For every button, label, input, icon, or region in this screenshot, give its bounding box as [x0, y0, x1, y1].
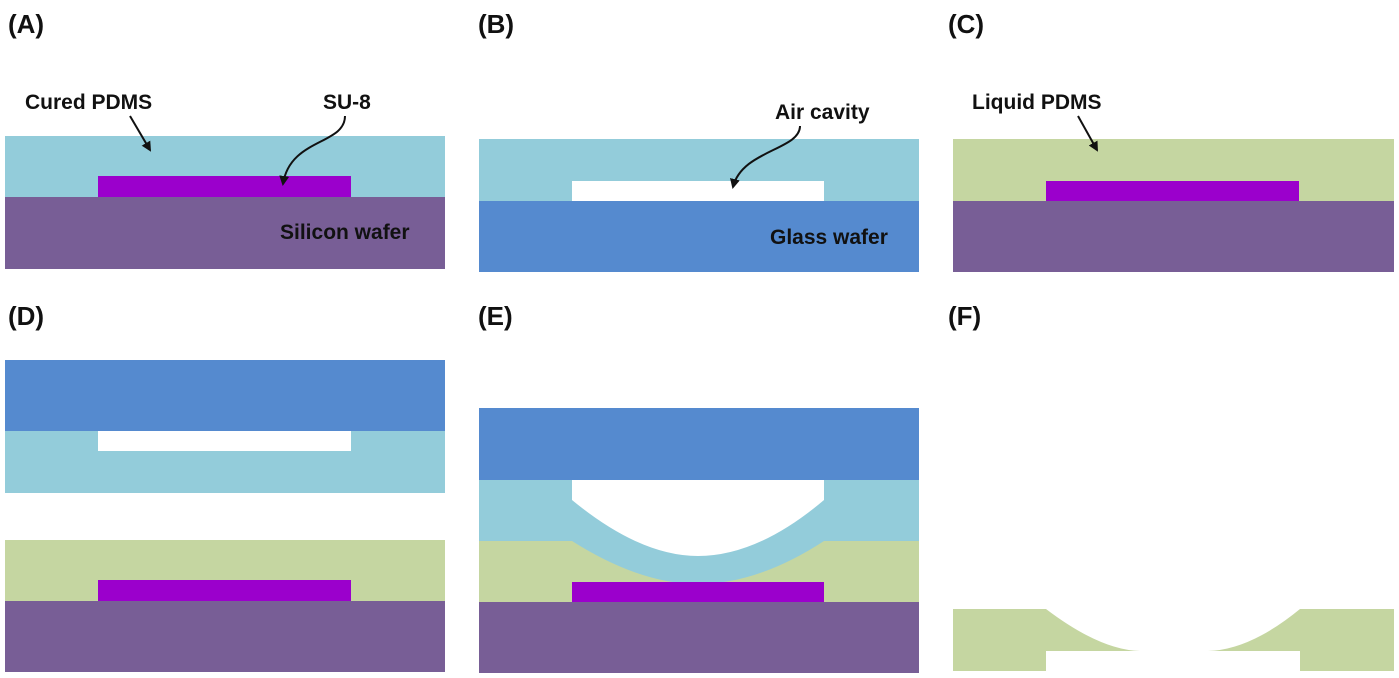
cured-pdms-callout: Cured PDMS — [25, 91, 152, 114]
panel-a-label: (A) — [8, 9, 44, 39]
su8-mold — [1046, 181, 1299, 201]
air-cavity-callout: Air cavity — [775, 101, 870, 124]
cured-pdms-arrow — [129, 115, 152, 152]
glass-wafer-layer — [5, 360, 445, 431]
panel-c-label: (C) — [948, 9, 984, 39]
panel-e-label: (E) — [478, 301, 513, 331]
panel-d: (D) — [5, 301, 445, 672]
silicon-wafer-callout: Silicon wafer — [280, 221, 410, 244]
panel-d-label: (D) — [8, 301, 44, 331]
air-cavity — [572, 480, 824, 556]
air-cavity-arrow — [730, 125, 801, 189]
glass-wafer-callout: Glass wafer — [770, 226, 888, 249]
panel-c: (C) Liquid PDMS — [948, 9, 1394, 272]
liquid-pdms-arrow — [1077, 115, 1098, 152]
glass-wafer-layer — [479, 201, 919, 272]
panel-e: (E) — [478, 301, 919, 673]
panel-a: (A) Cured PDMS SU-8 Silicon wafer — [5, 9, 445, 269]
su8-mold — [572, 582, 824, 602]
silicon-wafer-layer — [5, 197, 445, 269]
silicon-wafer-layer — [479, 602, 919, 673]
su8-mold — [98, 176, 351, 197]
panel-f: (F) — [948, 301, 1394, 671]
air-cavity — [572, 181, 824, 201]
cured-pdms-mold-result — [953, 609, 1394, 671]
su8-callout: SU-8 — [323, 91, 371, 114]
liquid-pdms-callout: Liquid PDMS — [972, 91, 1102, 114]
panel-b: (B) Air cavity Glass wafer — [478, 9, 919, 272]
su8-mold — [98, 580, 351, 601]
panel-b-label: (B) — [478, 9, 514, 39]
air-cavity — [98, 431, 351, 451]
panel-f-label: (F) — [948, 301, 981, 331]
silicon-wafer-layer — [5, 601, 445, 672]
su8-arrow — [279, 115, 346, 186]
glass-wafer-layer — [479, 408, 919, 480]
silicon-wafer-layer — [953, 201, 1394, 272]
